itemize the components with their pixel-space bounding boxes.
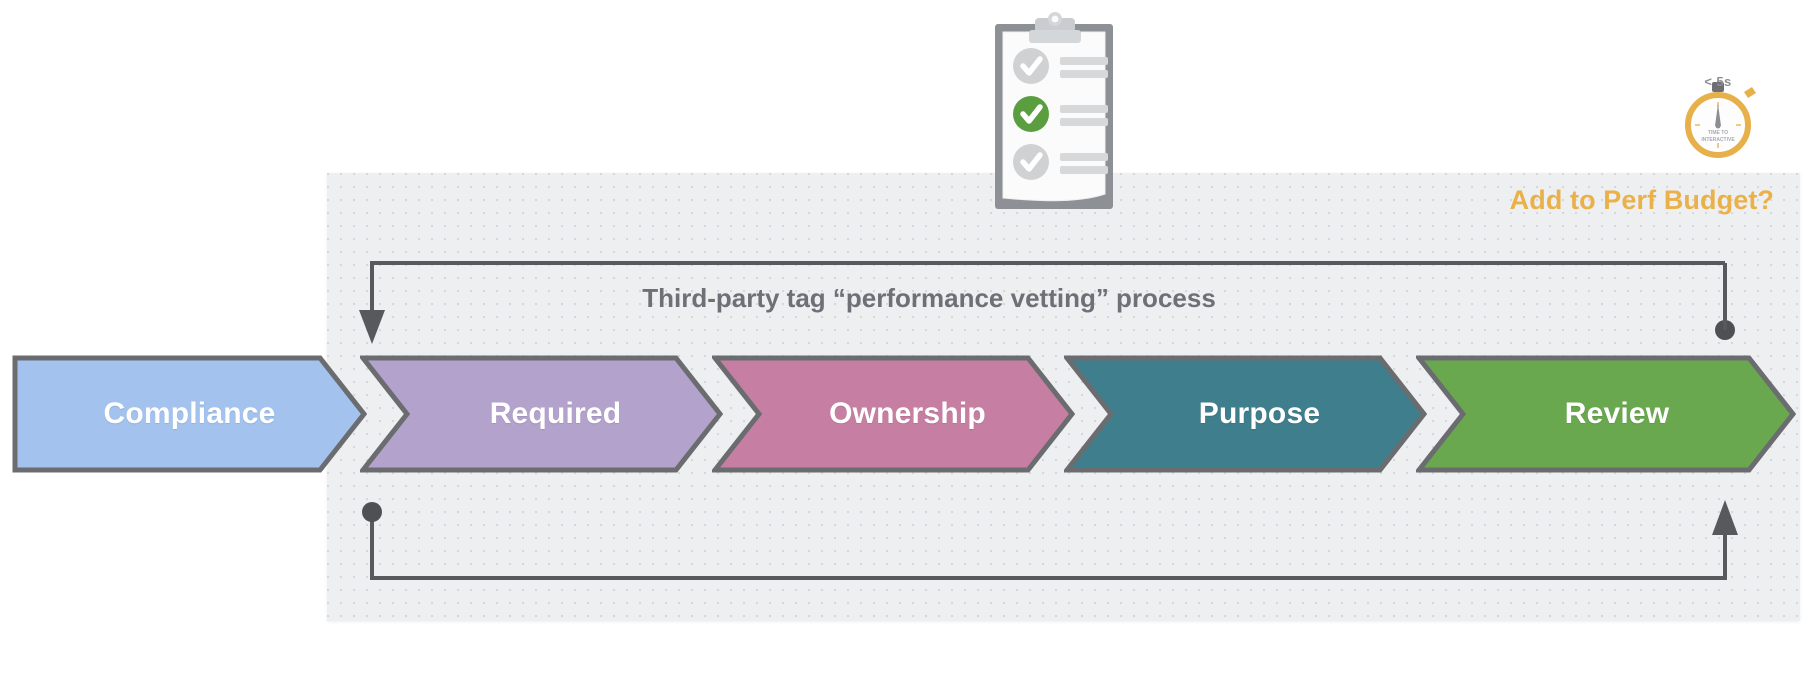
stage-required-label: Required	[489, 397, 622, 430]
stage-required[interactable]: Required	[360, 355, 723, 473]
perf-budget-label: Add to Perf Budget?	[1509, 185, 1774, 215]
stage-review[interactable]: Review	[1416, 355, 1796, 473]
stage-compliance-label: Compliance	[103, 397, 276, 430]
stage-purpose-label: Purpose	[1198, 397, 1321, 430]
process-stage-row: Compliance Required Ownership Purpose Re…	[0, 355, 1810, 480]
stage-review-label: Review	[1564, 397, 1670, 430]
stage-purpose-shape	[1064, 355, 1427, 473]
stage-ownership-label: Ownership	[829, 397, 986, 430]
stopwatch-face-line-2: INTERACTIVE	[1701, 137, 1735, 143]
stage-required-shape	[360, 355, 723, 473]
stage-compliance-shape	[12, 355, 367, 473]
stopwatch-icon: TIME TO INTERACTIVE	[1685, 82, 1756, 158]
stage-ownership[interactable]: Ownership	[712, 355, 1075, 473]
stage-ownership-shape	[712, 355, 1075, 473]
clipboard-checklist-icon	[995, 12, 1113, 209]
stopwatch-caption: < 5s	[1704, 74, 1732, 89]
process-title: Third-party tag “performance vetting” pr…	[642, 283, 1216, 313]
stage-compliance[interactable]: Compliance	[12, 355, 367, 473]
stage-purpose[interactable]: Purpose	[1064, 355, 1427, 473]
stage-review-shape	[1416, 355, 1796, 473]
stopwatch-face-line-1: TIME TO	[1708, 130, 1728, 136]
